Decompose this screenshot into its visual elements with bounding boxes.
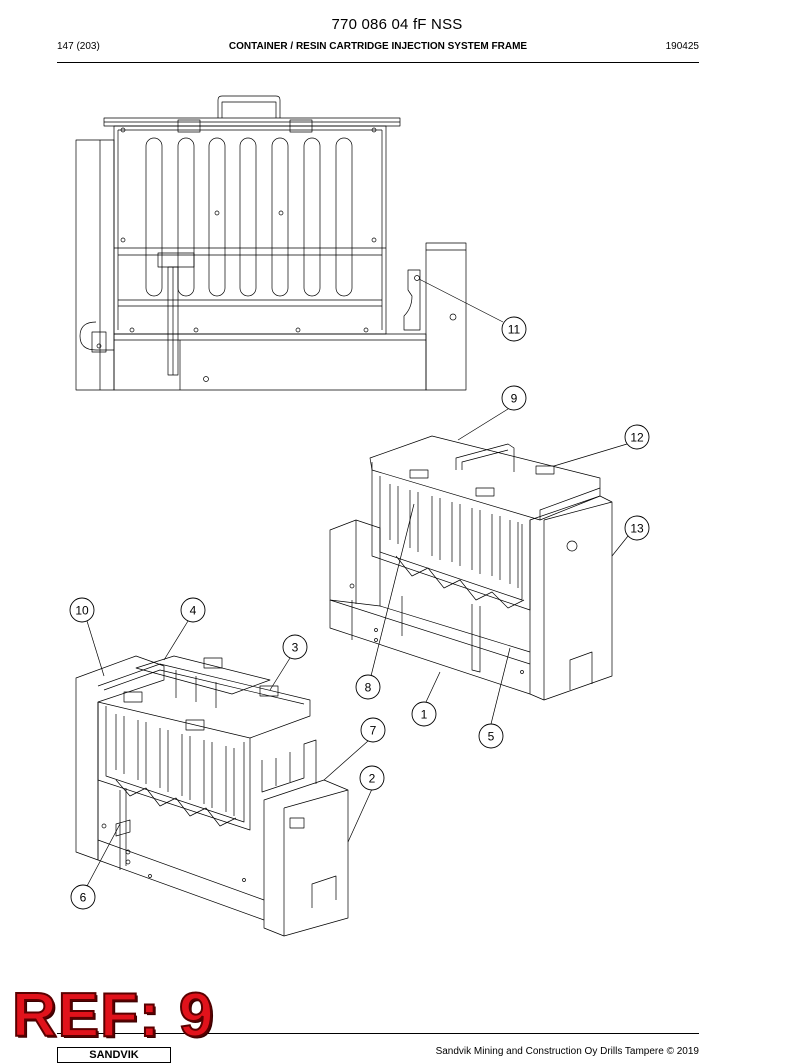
date-code: 190425 [665, 41, 699, 52]
callout-9: 9 [501, 385, 527, 411]
svg-text:1: 1 [421, 708, 428, 722]
front-view [75, 95, 467, 391]
callout-8: 8 [355, 674, 381, 700]
svg-text:9: 9 [511, 392, 518, 406]
callout-1: 1 [411, 701, 437, 727]
svg-text:6: 6 [80, 891, 87, 905]
svg-text:12: 12 [630, 431, 644, 445]
svg-text:7: 7 [370, 724, 377, 738]
svg-text:8: 8 [365, 681, 372, 695]
callout-13: 13 [624, 515, 650, 541]
callouts: 11 9 12 13 10 4 3 8 [69, 316, 650, 910]
callout-7: 7 [360, 717, 386, 743]
copyright-text: Sandvik Mining and Construction Oy Drill… [435, 1046, 699, 1057]
callout-3: 3 [282, 634, 308, 660]
callout-6: 6 [70, 884, 96, 910]
page-number: 147 (203) [57, 41, 100, 52]
svg-text:5: 5 [488, 730, 495, 744]
iso-view-left [75, 655, 349, 937]
header-divider [57, 62, 699, 63]
callout-11: 11 [501, 316, 527, 342]
svg-text:13: 13 [630, 522, 644, 536]
footer-divider [57, 1033, 699, 1034]
page-title: CONTAINER / RESIN CARTRIDGE INJECTION SY… [228, 41, 528, 52]
callout-4: 4 [180, 597, 206, 623]
callout-12: 12 [624, 424, 650, 450]
leader-lines [86, 278, 629, 887]
callout-2: 2 [359, 765, 385, 791]
svg-text:11: 11 [508, 323, 521, 337]
header-row: 147 (203) CONTAINER / RESIN CARTRIDGE IN… [57, 41, 699, 55]
ref-stamp: REF: 9 [11, 981, 215, 1051]
svg-text:2: 2 [369, 772, 376, 786]
svg-text:3: 3 [292, 641, 299, 655]
callout-10: 10 [69, 597, 95, 623]
callout-5: 5 [478, 723, 504, 749]
document-number: 770 086 04 fF NSS [331, 16, 463, 33]
svg-text:4: 4 [190, 604, 197, 618]
svg-text:10: 10 [75, 604, 89, 618]
iso-view-right [329, 435, 613, 701]
